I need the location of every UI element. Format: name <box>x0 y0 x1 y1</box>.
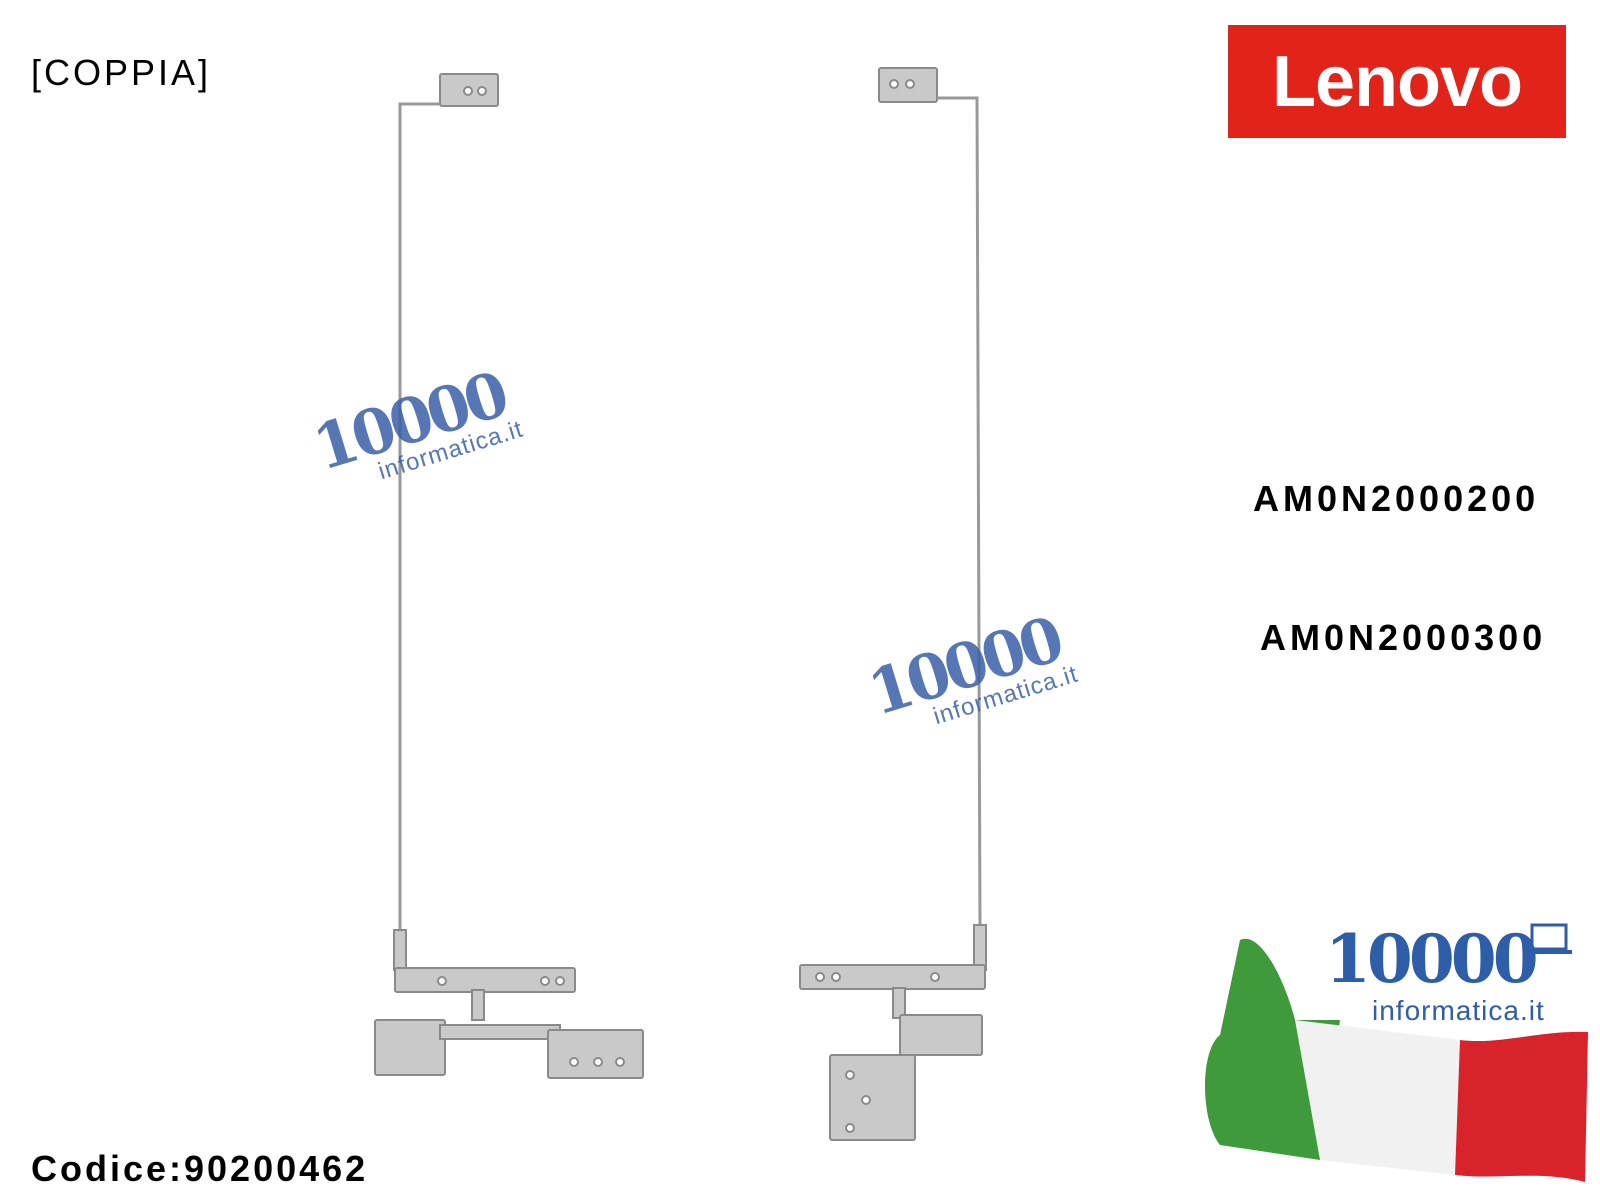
lenovo-logo-text: Lenovo <box>1271 41 1523 122</box>
left-hinge <box>374 73 644 1079</box>
italy-thumbs-up-badge: 10000 informatica.it <box>1200 920 1600 1200</box>
thumbs-up-flag-icon <box>1205 923 1588 1182</box>
badge-site: informatica.it <box>1372 995 1545 1026</box>
lenovo-logo: Lenovo <box>1228 25 1566 138</box>
product-code: Codice:90200462 <box>31 1148 369 1189</box>
part-number-right: AM0N2000300 <box>1260 617 1547 658</box>
pair-label: [COPPIA] <box>31 52 212 93</box>
part-number-left: AM0N2000200 <box>1253 478 1540 519</box>
badge-number: 10000 <box>1325 920 1539 998</box>
right-hinge <box>799 67 987 1141</box>
